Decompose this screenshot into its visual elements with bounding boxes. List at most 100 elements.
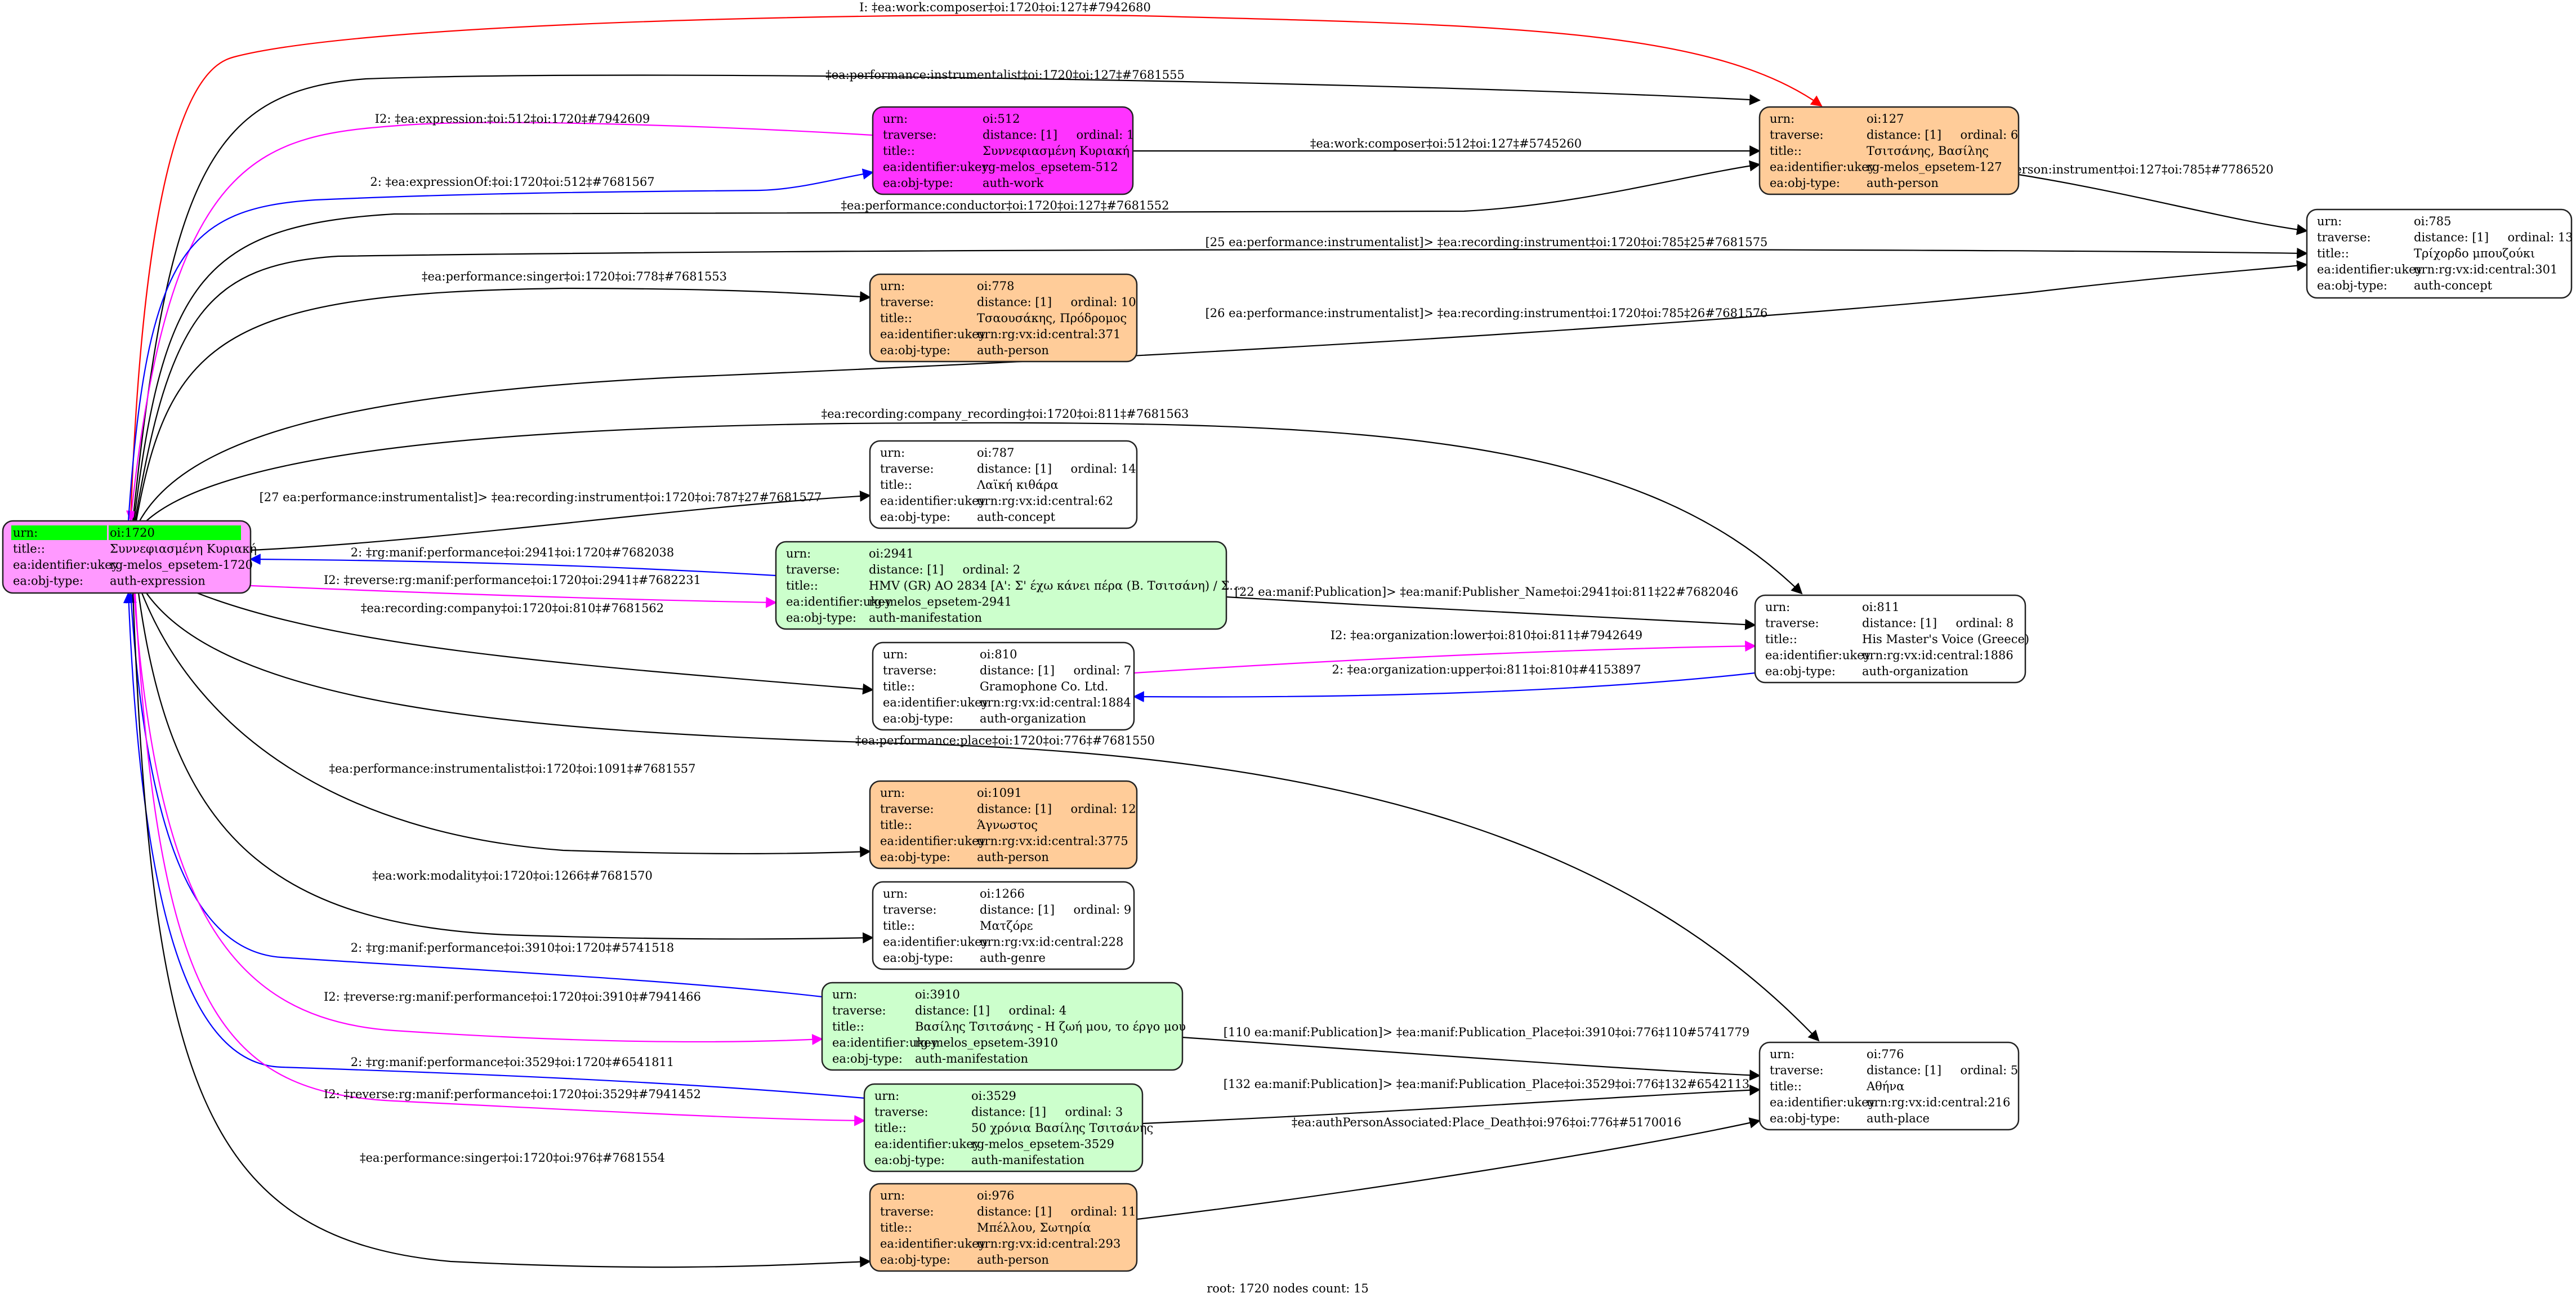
- graph-edge: ‡ea:performance:singer‡oi:1720‡oi:976‡#7…: [132, 592, 871, 1268]
- node-field-value: auth-manifestation: [869, 611, 982, 625]
- node-field-value: Άγνωστος: [976, 818, 1038, 832]
- node-field-label: urn:: [832, 988, 857, 1001]
- node-box[interactable]: [775, 541, 1227, 630]
- node-field-label: title::: [13, 542, 45, 556]
- node-field-label: traverse:: [883, 128, 937, 142]
- edge-label: I2: ‡ea:expression:‡oi:512‡oi:1720‡#7942…: [375, 112, 650, 126]
- node-field-value: urn:rg:vx:id:central:3775: [977, 835, 1128, 848]
- node-box[interactable]: [2306, 208, 2573, 299]
- node-box[interactable]: [1754, 594, 2026, 684]
- edge-line: [134, 592, 865, 1126]
- root-highlight: [11, 525, 107, 540]
- node-box[interactable]: [1758, 106, 2020, 195]
- edge-line: [123, 592, 865, 1099]
- edge-line: [130, 14, 1823, 521]
- edges-layer: I: ‡ea:work:composer‡oi:1720‡oi:127‡#794…: [123, 1, 2308, 1268]
- node-field-label: ea:obj-type:: [1765, 665, 1836, 678]
- edge-label: [25 ea:performance:instrumentalist]> ‡ea…: [1206, 235, 1768, 249]
- node-field-value: auth-manifestation: [915, 1052, 1028, 1065]
- node-field-value: distance: [1] ordinal: 4: [915, 1004, 1066, 1018]
- node-field-label: title::: [1770, 144, 1802, 158]
- node-field-label: urn:: [874, 1089, 899, 1103]
- node-box[interactable]: [869, 1183, 1138, 1272]
- node-field-label: urn:: [1765, 600, 1790, 614]
- node-box[interactable]: [869, 273, 1138, 363]
- graph-edge: ‡ea:person:instrument‡oi:127‡oi:785‡#778…: [1983, 163, 2308, 235]
- edge-line: [250, 491, 871, 551]
- edge-label: 2: ‡rg:manif:performance‡oi:3910‡oi:1720…: [351, 941, 675, 955]
- node-field-label: title::: [786, 579, 818, 592]
- node-field-label: title::: [880, 1221, 912, 1234]
- node-field-value: distance: [1] ordinal: 7: [980, 664, 1131, 677]
- node-field-value: Αθήνα: [1866, 1080, 1904, 1093]
- node-field-value: Τρίχορδο μπουζούκι: [2414, 247, 2535, 260]
- edge-line: [197, 592, 874, 695]
- node-field-label: ea:identifier:ukey: [1770, 1096, 1876, 1109]
- node-field-label: ea:identifier:ukey: [883, 160, 989, 174]
- graph-edge: [27 ea:performance:instrumentalist]> ‡ea…: [250, 491, 871, 551]
- graph-edge: 2: ‡rg:manif:performance‡oi:3910‡oi:1720…: [126, 592, 823, 998]
- graph-edge: I2: ‡ea:expression:‡oi:512‡oi:1720‡#7942…: [126, 112, 873, 522]
- node-field-label: title::: [883, 144, 915, 158]
- edge-label: [110 ea:manif:Publication]> ‡ea:manif:Pu…: [1224, 1025, 1749, 1039]
- node-field-value: auth-manifestation: [971, 1153, 1084, 1167]
- node-box[interactable]: [863, 1083, 1144, 1172]
- node-field-label: ea:obj-type:: [883, 951, 953, 965]
- graph-edge: ‡ea:performance:instrumentalist‡oi:1720‡…: [132, 68, 1761, 521]
- graph-footer: root: 1720 nodes count: 15: [1207, 1282, 1369, 1295]
- node-field-label: urn:: [883, 648, 908, 661]
- node-field-label: traverse:: [786, 563, 840, 577]
- edge-line: [1133, 640, 1756, 674]
- node-field-label: traverse:: [832, 1004, 886, 1018]
- node-field-label: urn:: [1770, 112, 1794, 126]
- node-field-label: title::: [883, 680, 915, 693]
- node-box[interactable]: [1758, 1041, 2020, 1131]
- edge-line: [1133, 672, 1756, 703]
- graph-edge: ‡ea:performance:place‡oi:1720‡oi:776‡#76…: [146, 592, 1820, 1042]
- node-field-value: distance: [1] ordinal: 1: [983, 128, 1134, 142]
- edge-label: I2: ‡reverse:rg:manif:performance‡oi:172…: [324, 1087, 701, 1101]
- node-field-label: ea:obj-type:: [880, 850, 950, 864]
- node-field-value: auth-genre: [980, 951, 1046, 965]
- node-box[interactable]: [821, 982, 1184, 1071]
- node-field-label: traverse:: [874, 1105, 928, 1119]
- graph-edge: ‡ea:recording:company‡oi:1720‡oi:810‡#76…: [197, 592, 874, 695]
- node-field-value: auth-concept: [977, 510, 1056, 524]
- node-field-label: ea:obj-type:: [883, 176, 953, 190]
- node-field-label: ea:obj-type:: [786, 611, 856, 625]
- node-box[interactable]: [872, 641, 1135, 731]
- node-field-value: auth-organization: [980, 712, 1086, 725]
- node-box[interactable]: [869, 440, 1138, 529]
- node-field-value: rg-melos_epsetem-512: [983, 160, 1118, 174]
- node-box[interactable]: [869, 780, 1138, 870]
- edge-line: [137, 592, 874, 944]
- edge-label: ‡ea:performance:place‡oi:1720‡oi:776‡#76…: [855, 734, 1155, 747]
- edge-label: 2: ‡ea:expressionOf:‡oi:1720‡oi:512‡#768…: [370, 175, 654, 189]
- node-box[interactable]: [872, 106, 1134, 195]
- node-field-value: oi:1720: [110, 526, 155, 539]
- edge-label: ‡ea:work:composer‡oi:512‡oi:127‡#5745260: [1310, 137, 1582, 150]
- graph-edge: [110 ea:manif:Publication]> ‡ea:manif:Pu…: [1182, 1025, 1761, 1081]
- edge-label: ‡ea:performance:singer‡oi:1720‡oi:778‡#7…: [422, 270, 727, 283]
- node-field-label: ea:identifier:ukey: [1770, 160, 1876, 174]
- node-field-label: urn:: [880, 279, 905, 293]
- node-field-label: ea:identifier:ukey: [786, 595, 892, 609]
- edge-label: I2: ‡ea:organization:lower‡oi:810‡oi:811…: [1331, 628, 1642, 642]
- node-field-value: oi:976: [977, 1189, 1015, 1202]
- node-box[interactable]: [872, 881, 1135, 970]
